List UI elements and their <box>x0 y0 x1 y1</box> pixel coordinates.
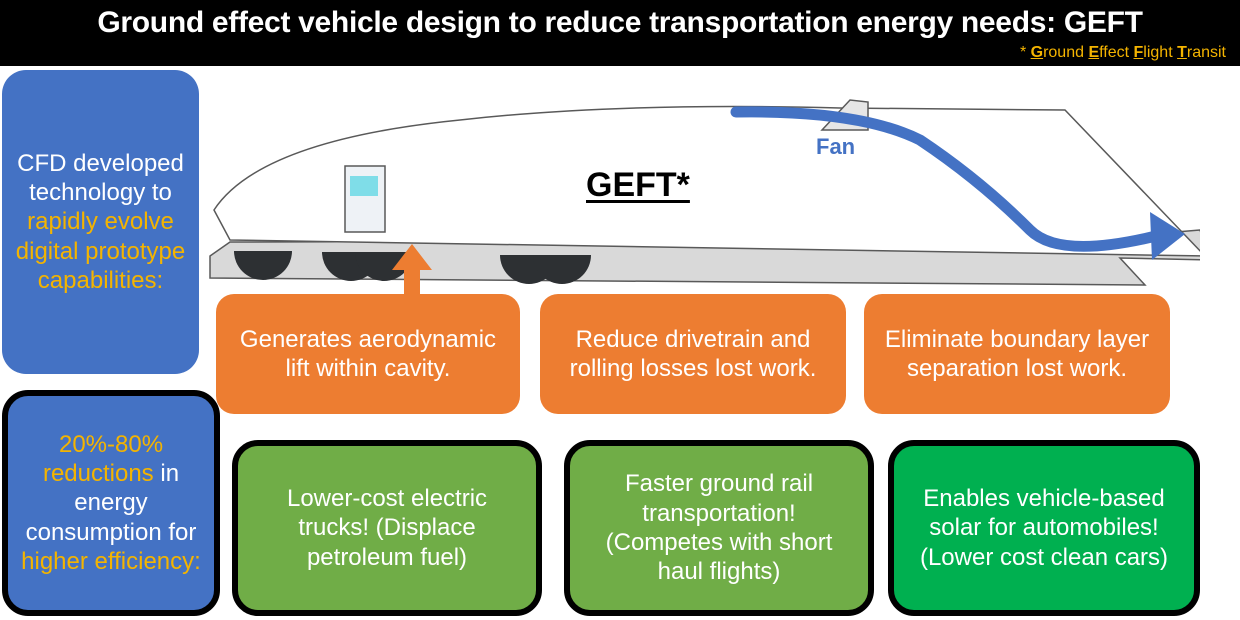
vehicle-door <box>344 165 386 233</box>
page-title: Ground effect vehicle design to reduce t… <box>97 6 1143 39</box>
benefit-box: Enables vehicle-based solar for automobi… <box>888 440 1200 616</box>
acronym-initial: F <box>1133 44 1144 61</box>
airflow-arrowhead-icon <box>1150 212 1185 260</box>
geft-vehicle-illustration <box>209 99 1200 300</box>
vehicle-label: GEFT* <box>586 166 690 204</box>
acronym-initial: E <box>1088 44 1100 61</box>
acronym-footnote: * Ground Effect Flight Transit <box>1019 44 1226 61</box>
airflow-arrow <box>730 106 1166 252</box>
vehicle-body <box>213 105 1200 257</box>
benefit-box: Faster ground rail transportation! (Comp… <box>564 440 874 616</box>
energy-reduction-panel: 20%-80% reductions in energy consumption… <box>2 390 220 616</box>
fan-label: Fan <box>816 134 856 159</box>
acronym-initial: T <box>1177 44 1187 61</box>
acronym-initial: G <box>1030 44 1044 61</box>
vehicle-wheels <box>234 251 591 284</box>
benefit-box: Lower-cost electric trucks! (Displace pe… <box>232 440 542 616</box>
mechanism-box: Eliminate boundary layer separation lost… <box>864 294 1170 414</box>
title-banner: Ground effect vehicle design to reduce t… <box>0 0 1240 66</box>
wheel <box>234 251 292 280</box>
vehicle-window <box>350 176 378 196</box>
cfd-technology-panel: CFD developed technology to rapidly evol… <box>2 70 199 374</box>
mechanism-box: Reduce drivetrain and rolling losses los… <box>540 294 846 414</box>
wheel <box>533 255 591 284</box>
mechanism-box: Generates aerodynamic lift within cavity… <box>216 294 520 414</box>
lift-arrow <box>392 244 432 300</box>
wheel <box>355 252 413 281</box>
